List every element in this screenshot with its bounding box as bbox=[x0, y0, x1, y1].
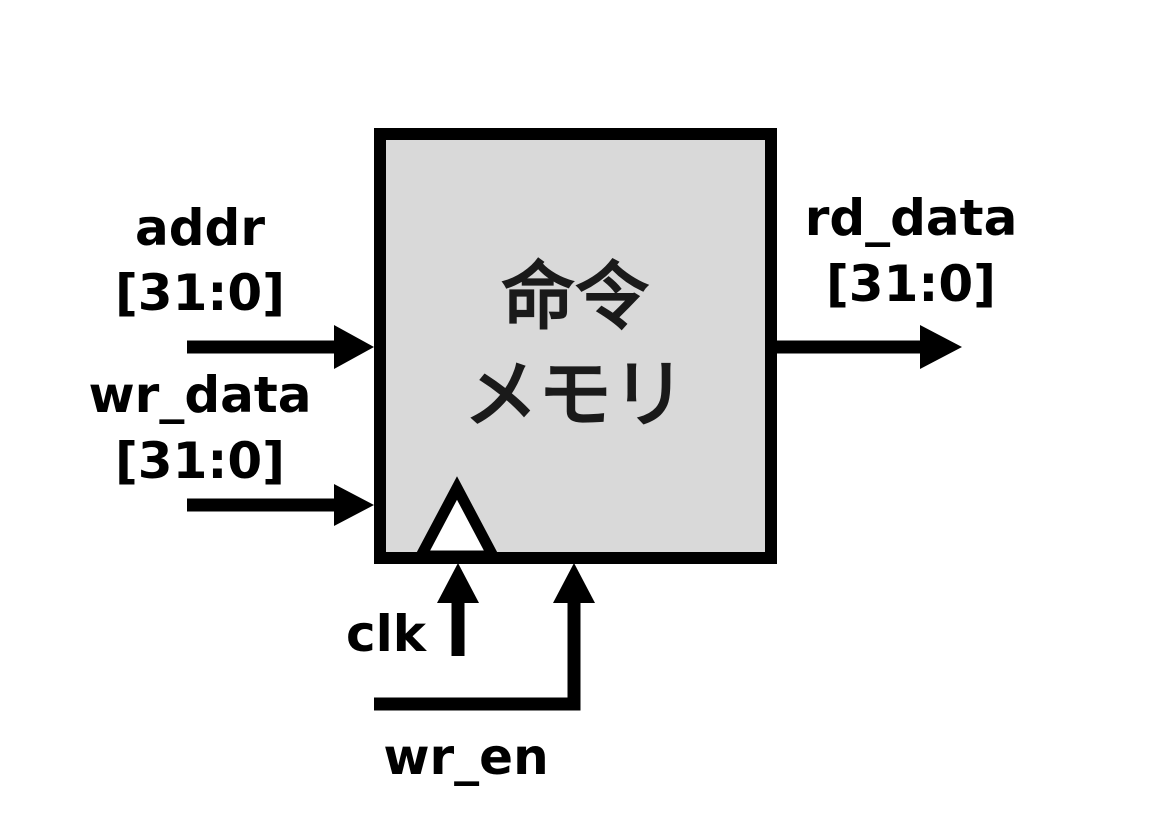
clock-triangle-icon bbox=[411, 476, 503, 562]
block-title-line2: メモリ bbox=[464, 352, 686, 438]
block-title-line1: 命令 bbox=[501, 254, 650, 340]
addr-label: addr bbox=[135, 199, 265, 257]
wr-data-range: [31:0] bbox=[115, 432, 285, 490]
rd-data-arrow bbox=[777, 325, 962, 369]
clk-arrow bbox=[437, 563, 479, 656]
addr-range: [31:0] bbox=[115, 264, 285, 322]
addr-arrow bbox=[187, 325, 374, 369]
wr-data-label: wr_data bbox=[88, 366, 311, 424]
clk-label: clk bbox=[346, 605, 428, 663]
wr-en-arrow bbox=[374, 563, 595, 711]
memory-block bbox=[374, 128, 777, 564]
wr-en-label: wr_en bbox=[383, 728, 548, 786]
rd-data-label: rd_data bbox=[805, 189, 1018, 247]
rd-data-range: [31:0] bbox=[826, 255, 996, 313]
wr-data-arrow bbox=[187, 484, 374, 526]
